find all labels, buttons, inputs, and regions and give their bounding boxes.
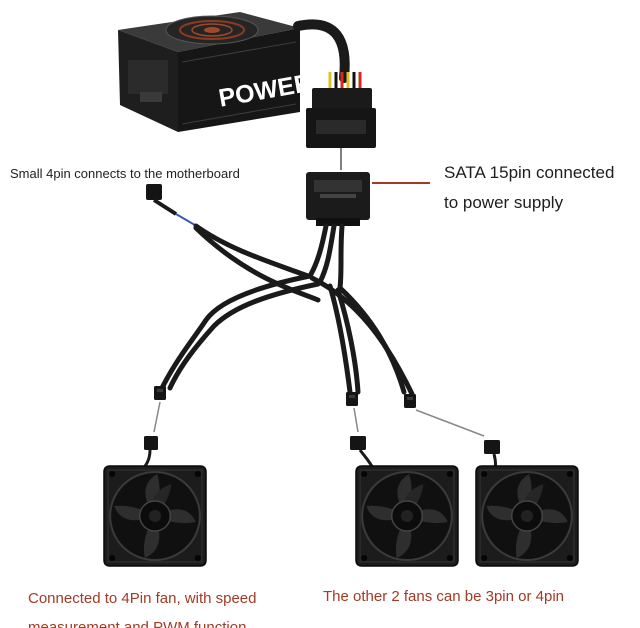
power-supply-icon: POWER: [118, 12, 314, 132]
fan1-label-line1: Connected to 4Pin fan, with speed: [28, 590, 257, 607]
fan1-label-line2: measurement and PWM function: [28, 619, 247, 628]
fan-lead-plugs: [138, 436, 500, 474]
motherboard-4pin-connector: [146, 184, 201, 229]
sata-label-line1: SATA 15pin connected: [444, 163, 615, 182]
fan-icon: [354, 464, 460, 568]
fan2-cable-plug: [346, 392, 358, 406]
psu-output-cable: [293, 19, 350, 83]
psu-sata-connector: [306, 88, 376, 148]
motherboard-label: Small 4pin connects to the motherboard: [10, 166, 240, 181]
fan-mating-lines: [153, 401, 485, 437]
splitter-cables: [159, 223, 415, 397]
fan1-label: Connected to 4Pin fan, with speed measur…: [28, 584, 257, 628]
sata-label-line2: to power supply: [444, 193, 564, 212]
fan1-cable-plug: [154, 386, 166, 400]
sata-label: SATA 15pin connected to power supply: [444, 158, 614, 218]
fan-icon: [102, 464, 208, 568]
fan-icon: [474, 464, 580, 568]
sata-connector-icon: [306, 172, 370, 226]
fan3-cable-plug: [404, 394, 416, 408]
fan23-label: The other 2 fans can be 3pin or 4pin: [323, 588, 564, 605]
